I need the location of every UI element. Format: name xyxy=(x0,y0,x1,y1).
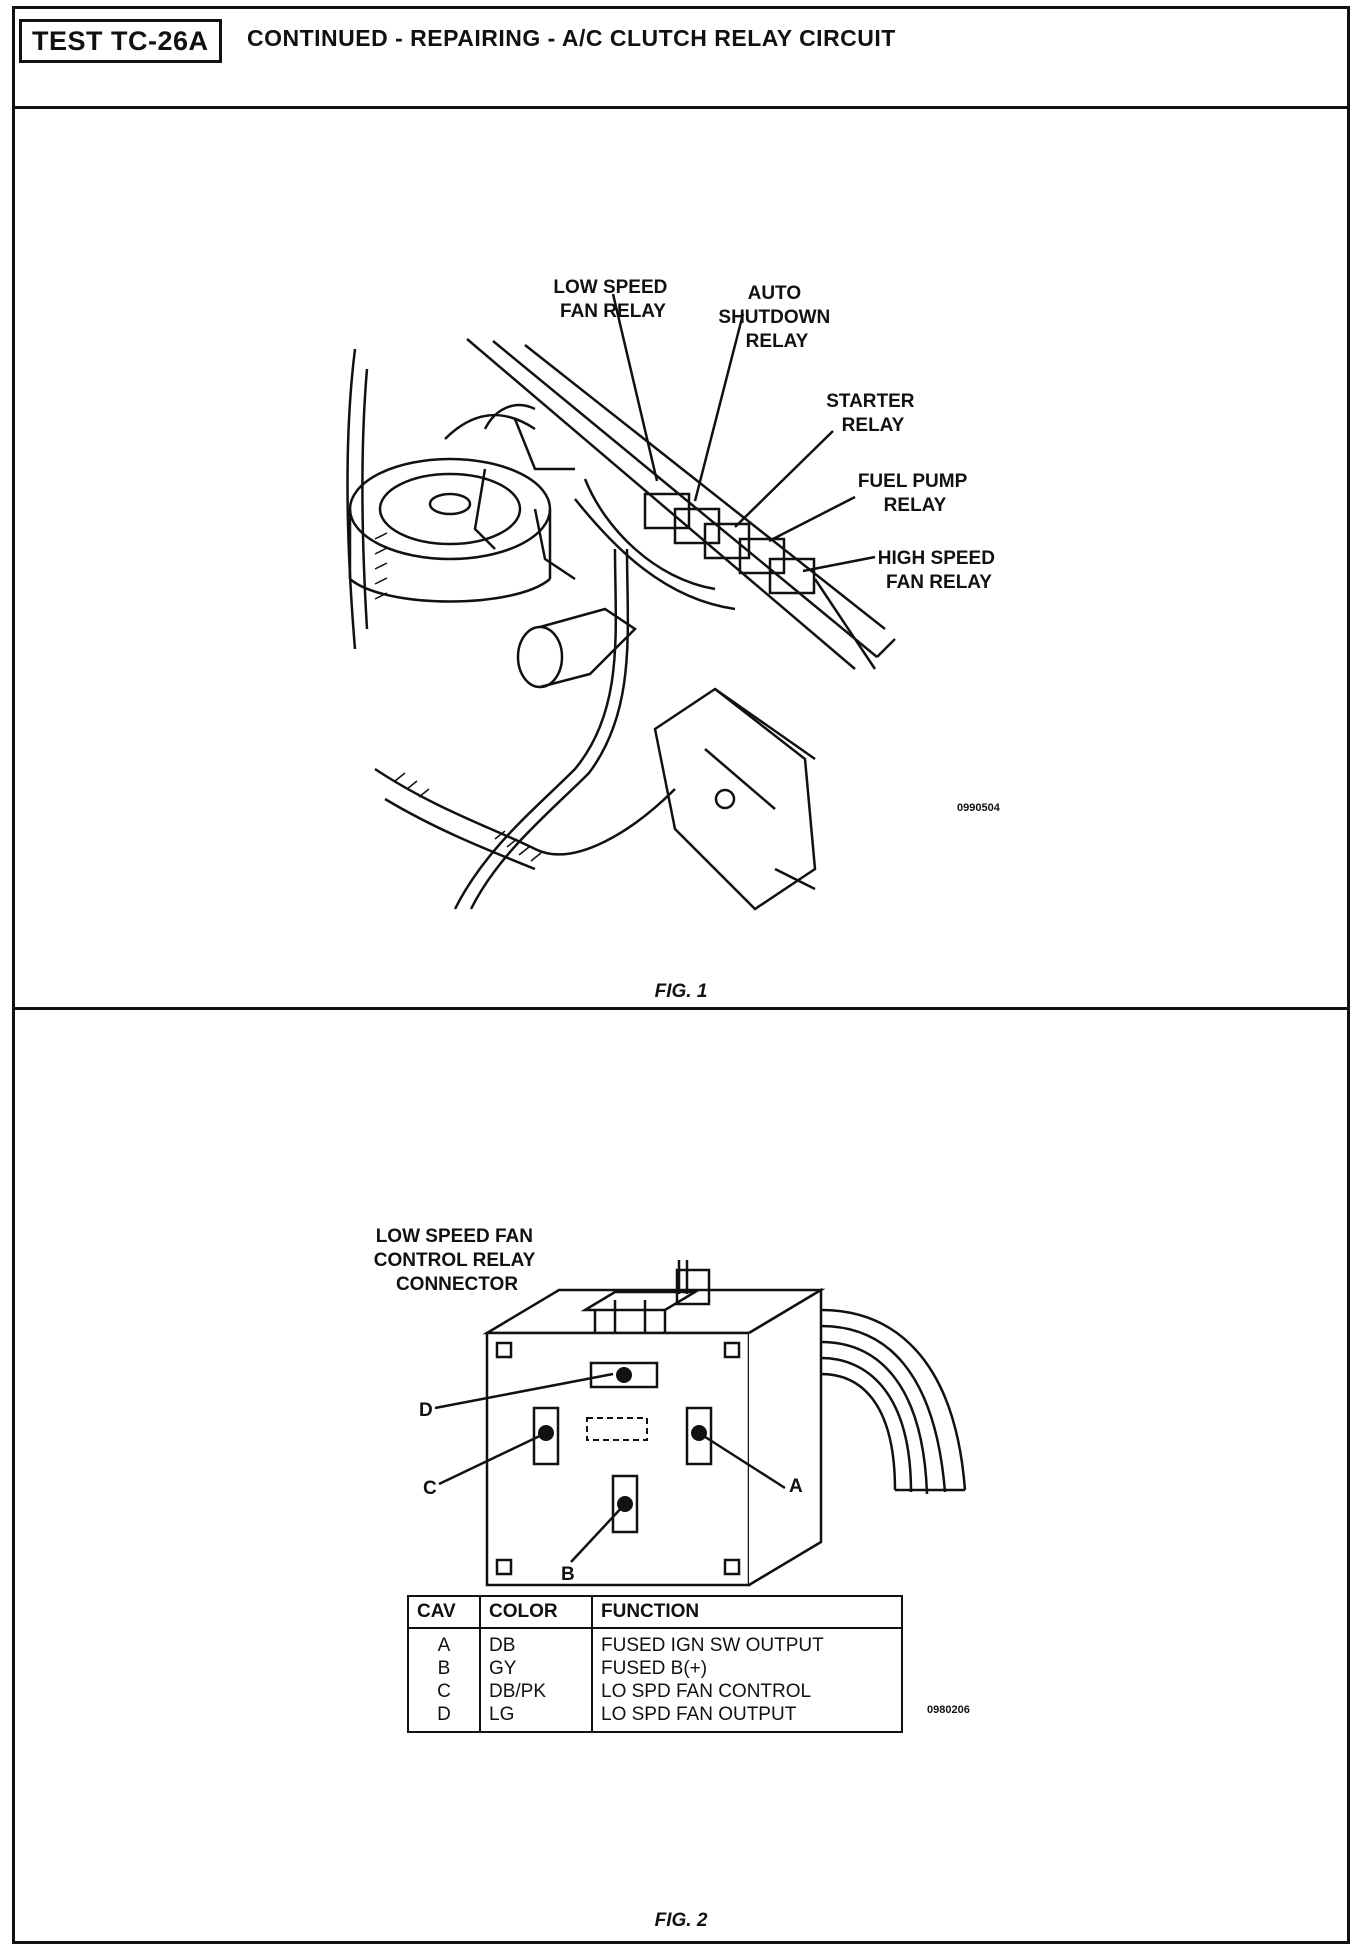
table-row: A DB FUSED IGN SW OUTPUT xyxy=(408,1628,902,1657)
figure-1-caption: FIG. 1 xyxy=(654,981,708,1002)
cell-color: DB xyxy=(480,1628,593,1657)
cavity-table-header: CAV COLOR FUNCTION xyxy=(408,1596,902,1629)
cell-cav: C xyxy=(408,1680,481,1703)
label-low-speed-fan-relay: LOW SPEED FAN RELAY xyxy=(553,277,672,322)
figure-2-caption: FIG. 2 xyxy=(654,1910,708,1931)
label-fuel-pump-relay: FUEL PUMP RELAY xyxy=(858,471,972,516)
col-color: COLOR xyxy=(480,1596,593,1629)
connector-label: LOW SPEED FAN CONTROL RELAY CONNECTOR xyxy=(374,1226,540,1295)
test-id-box: TEST TC-26A xyxy=(19,19,222,63)
cavity-label-d: D xyxy=(419,1400,433,1421)
cell-cav: A xyxy=(408,1628,481,1657)
cell-color: DB/PK xyxy=(480,1680,593,1703)
cell-cav: D xyxy=(408,1703,481,1732)
label-auto-shutdown-relay: AUTO SHUTDOWN RELAY xyxy=(718,283,835,352)
table-row: D LG LO SPD FAN OUTPUT xyxy=(408,1703,902,1732)
page-title: CONTINUED - REPAIRING - A/C CLUTCH RELAY… xyxy=(247,25,896,51)
cavity-table: CAV COLOR FUNCTION A DB FUSED IGN SW OUT… xyxy=(407,1595,903,1733)
cavity-c-pin xyxy=(538,1425,554,1441)
cell-color: LG xyxy=(480,1703,593,1732)
cell-color: GY xyxy=(480,1657,593,1680)
label-high-speed-fan-relay: HIGH SPEED FAN RELAY xyxy=(878,548,1000,593)
cell-function: FUSED IGN SW OUTPUT xyxy=(601,1635,824,1656)
cavity-d-pin xyxy=(616,1367,632,1383)
cavity-a-pin xyxy=(691,1425,707,1441)
cell-cav: B xyxy=(408,1657,481,1680)
relay-connector-illustration: LOW SPEED FAN CONTROL RELAY CONNECTOR D … xyxy=(374,1226,967,1587)
cell-function: LO SPD FAN CONTROL xyxy=(601,1681,812,1702)
cavity-label-b: B xyxy=(561,1564,575,1585)
figure-1-code: 0990504 xyxy=(957,802,1001,814)
cavity-b-pin xyxy=(617,1496,633,1512)
cell-function: FUSED B(+) xyxy=(601,1658,708,1679)
figure-2-panel: LOW SPEED FAN CONTROL RELAY CONNECTOR D … xyxy=(15,1010,1347,1941)
cavity-label-c: C xyxy=(423,1478,437,1499)
col-cav: CAV xyxy=(408,1596,481,1629)
col-function: FUNCTION xyxy=(592,1596,902,1629)
figure-1-panel: LOW SPEED FAN RELAY AUTO SHUTDOWN RELAY … xyxy=(15,109,1347,1010)
label-starter-relay: STARTER RELAY xyxy=(826,391,920,436)
page-header: TEST TC-26A CONTINUED - REPAIRING - A/C … xyxy=(15,9,1347,109)
cell-function: LO SPD FAN OUTPUT xyxy=(601,1704,797,1725)
page-frame: TEST TC-26A CONTINUED - REPAIRING - A/C … xyxy=(12,6,1350,1944)
table-row: B GY FUSED B(+) xyxy=(408,1657,902,1680)
figure-2-code: 0980206 xyxy=(927,1704,970,1716)
cavity-label-a: A xyxy=(789,1476,803,1497)
table-row: C DB/PK LO SPD FAN CONTROL xyxy=(408,1680,902,1703)
engine-relay-illustration: LOW SPEED FAN RELAY AUTO SHUTDOWN RELAY … xyxy=(346,277,1001,911)
